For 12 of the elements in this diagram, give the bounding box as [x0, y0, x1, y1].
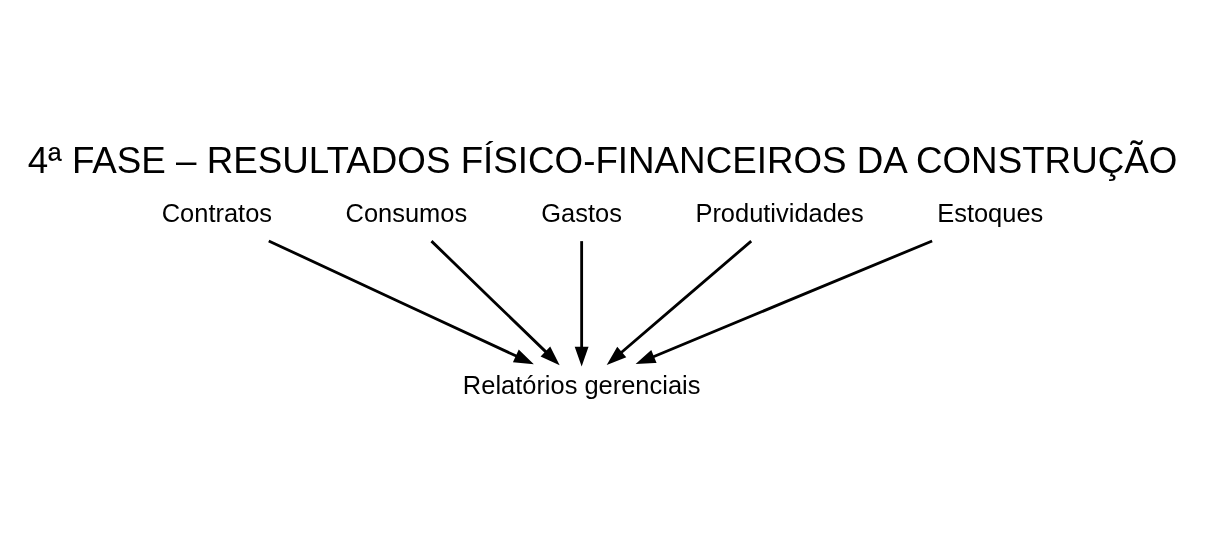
arrow — [606, 240, 753, 365]
arrow — [430, 240, 560, 366]
node-text: Consumos — [345, 198, 468, 227]
node-text: Relatórios gerenciais — [462, 371, 701, 400]
node-text: Estoques — [937, 198, 1044, 227]
node-text: Produtividades — [695, 198, 864, 227]
node-text: Contratos — [161, 198, 273, 227]
arrow — [635, 239, 933, 365]
diagram-title: 4ª FASE – RESULTADOS FÍSICO-FINANCEIROS DA CONSTRUÇÃO — [27, 139, 1178, 181]
node-text: Gastos — [541, 198, 622, 227]
arrow — [574, 241, 589, 367]
arrow — [268, 239, 534, 365]
